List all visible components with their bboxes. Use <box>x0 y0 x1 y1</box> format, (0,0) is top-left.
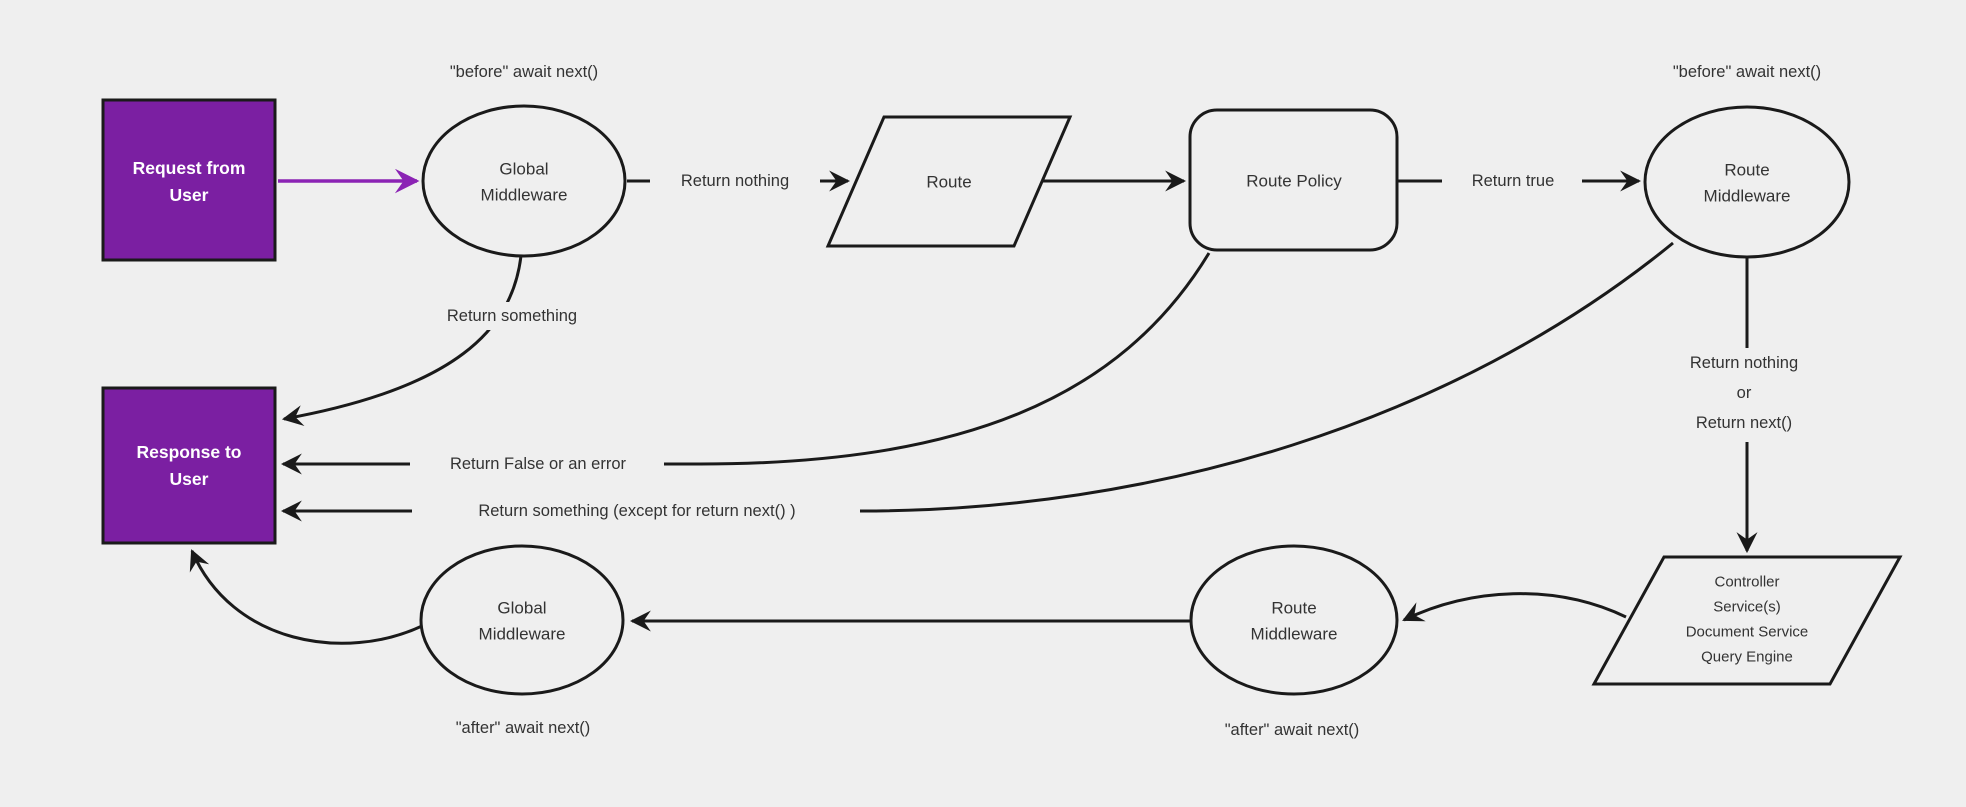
global-middleware-bottom-ellipse <box>419 544 625 696</box>
label-return-nothing: Return nothing <box>681 172 789 190</box>
label-return-nothing-or-line3: Return next() <box>1696 414 1792 432</box>
global-middleware-top-ellipse <box>421 104 627 258</box>
edge-labels: "before" await next() "before" await nex… <box>410 63 1840 739</box>
nodes: Request from User Global Middleware Rout… <box>101 98 1903 696</box>
label-bg <box>412 497 860 525</box>
label-after-await-next-middle: "after" await next() <box>1225 721 1360 739</box>
controller-line2: Service(s) <box>1713 599 1781 616</box>
label-bg <box>1442 167 1582 195</box>
edge-route-middleware-return-something-except <box>280 241 1674 522</box>
global-middleware-top-line1: Global <box>499 160 548 179</box>
node-controller-services: Controller Service(s) Document Service Q… <box>1591 555 1903 686</box>
request-box <box>101 98 277 262</box>
label-return-nothing-or-line1: Return nothing <box>1690 354 1798 372</box>
route-middleware-top-line2: Middleware <box>1704 187 1791 206</box>
node-global-middleware-top: Global Middleware <box>421 104 627 258</box>
label-return-true: Return true <box>1472 172 1555 190</box>
global-middleware-bottom-line1: Global <box>497 599 546 618</box>
node-route-policy: Route Policy <box>1188 108 1399 252</box>
route-middleware-bottom-line2: Middleware <box>1251 625 1338 644</box>
route-parallelogram <box>825 115 1073 248</box>
label-return-something-except: Return something (except for return next… <box>478 502 795 520</box>
node-global-middleware-bottom: Global Middleware <box>419 544 625 696</box>
label-after-await-next-left: "after" await next() <box>456 719 591 737</box>
request-label-line1: Request from <box>133 158 246 178</box>
edge-global-middleware-bottom-to-response <box>189 549 423 645</box>
node-response-to-user: Response to User <box>101 386 277 545</box>
route-policy-box <box>1188 108 1399 252</box>
route-label: Route <box>926 173 971 192</box>
label-before-await-next-left: "before" await next() <box>450 63 598 81</box>
label-before-await-next-right: "before" await next() <box>1673 63 1821 81</box>
controller-line4: Query Engine <box>1701 649 1793 666</box>
controller-line3: Document Service <box>1686 624 1809 641</box>
response-label-line2: User <box>170 469 209 489</box>
response-box <box>101 386 277 545</box>
route-middleware-bottom-ellipse <box>1189 544 1399 696</box>
edges <box>189 168 1758 645</box>
global-middleware-bottom-line2: Middleware <box>479 625 566 644</box>
edge-controller-to-route-middleware-bottom <box>1402 592 1627 622</box>
label-bg <box>1650 348 1840 442</box>
edge-global-middleware-return-something <box>281 255 523 426</box>
node-route-middleware-bottom: Route Middleware <box>1189 544 1399 696</box>
label-bg <box>420 302 604 330</box>
label-bg <box>650 167 820 195</box>
response-label-line1: Response to <box>136 442 241 462</box>
node-route: Route <box>825 115 1073 248</box>
label-return-false-or-error: Return False or an error <box>450 455 627 473</box>
route-middleware-top-ellipse <box>1643 105 1851 259</box>
controller-parallelogram <box>1591 555 1903 686</box>
route-policy-label: Route Policy <box>1246 172 1342 191</box>
node-route-middleware-top: Route Middleware <box>1643 105 1851 259</box>
route-middleware-top-line1: Route <box>1724 161 1769 180</box>
label-return-something: Return something <box>447 307 577 325</box>
node-request-from-user: Request from User <box>101 98 277 262</box>
label-bg <box>410 450 664 478</box>
edge-route-policy-return-false <box>280 252 1211 475</box>
label-return-nothing-or-line2: or <box>1737 384 1752 402</box>
request-label-line2: User <box>170 185 209 205</box>
global-middleware-top-line2: Middleware <box>481 186 568 205</box>
route-middleware-bottom-line1: Route <box>1271 599 1316 618</box>
controller-line1: Controller <box>1714 574 1779 591</box>
